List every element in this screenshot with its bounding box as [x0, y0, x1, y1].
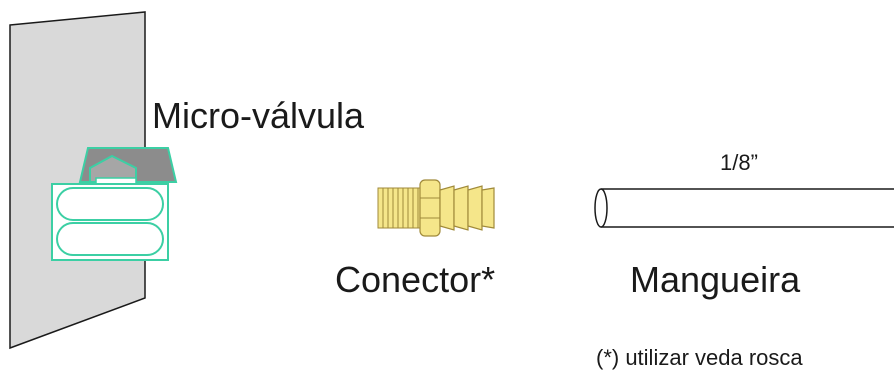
connector-fitting: [377, 179, 495, 237]
wall: [9, 11, 146, 350]
valve-coil-lower: [56, 222, 164, 256]
hose-label: Mangueira: [630, 259, 801, 300]
connector-label: Conector*: [335, 259, 496, 300]
valve-coil-upper: [56, 187, 164, 221]
connector-hex-nut: [419, 179, 441, 237]
micro-valve: [51, 147, 178, 261]
footnote: (*) utilizar veda rosca: [596, 345, 803, 370]
valve-label: Micro-válvula: [152, 95, 365, 136]
hose-size-label: 1/8”: [720, 150, 758, 175]
hose: [594, 188, 894, 228]
connector-thread: [377, 187, 423, 229]
connector-barb: [439, 185, 495, 231]
hose-opening: [594, 188, 608, 228]
